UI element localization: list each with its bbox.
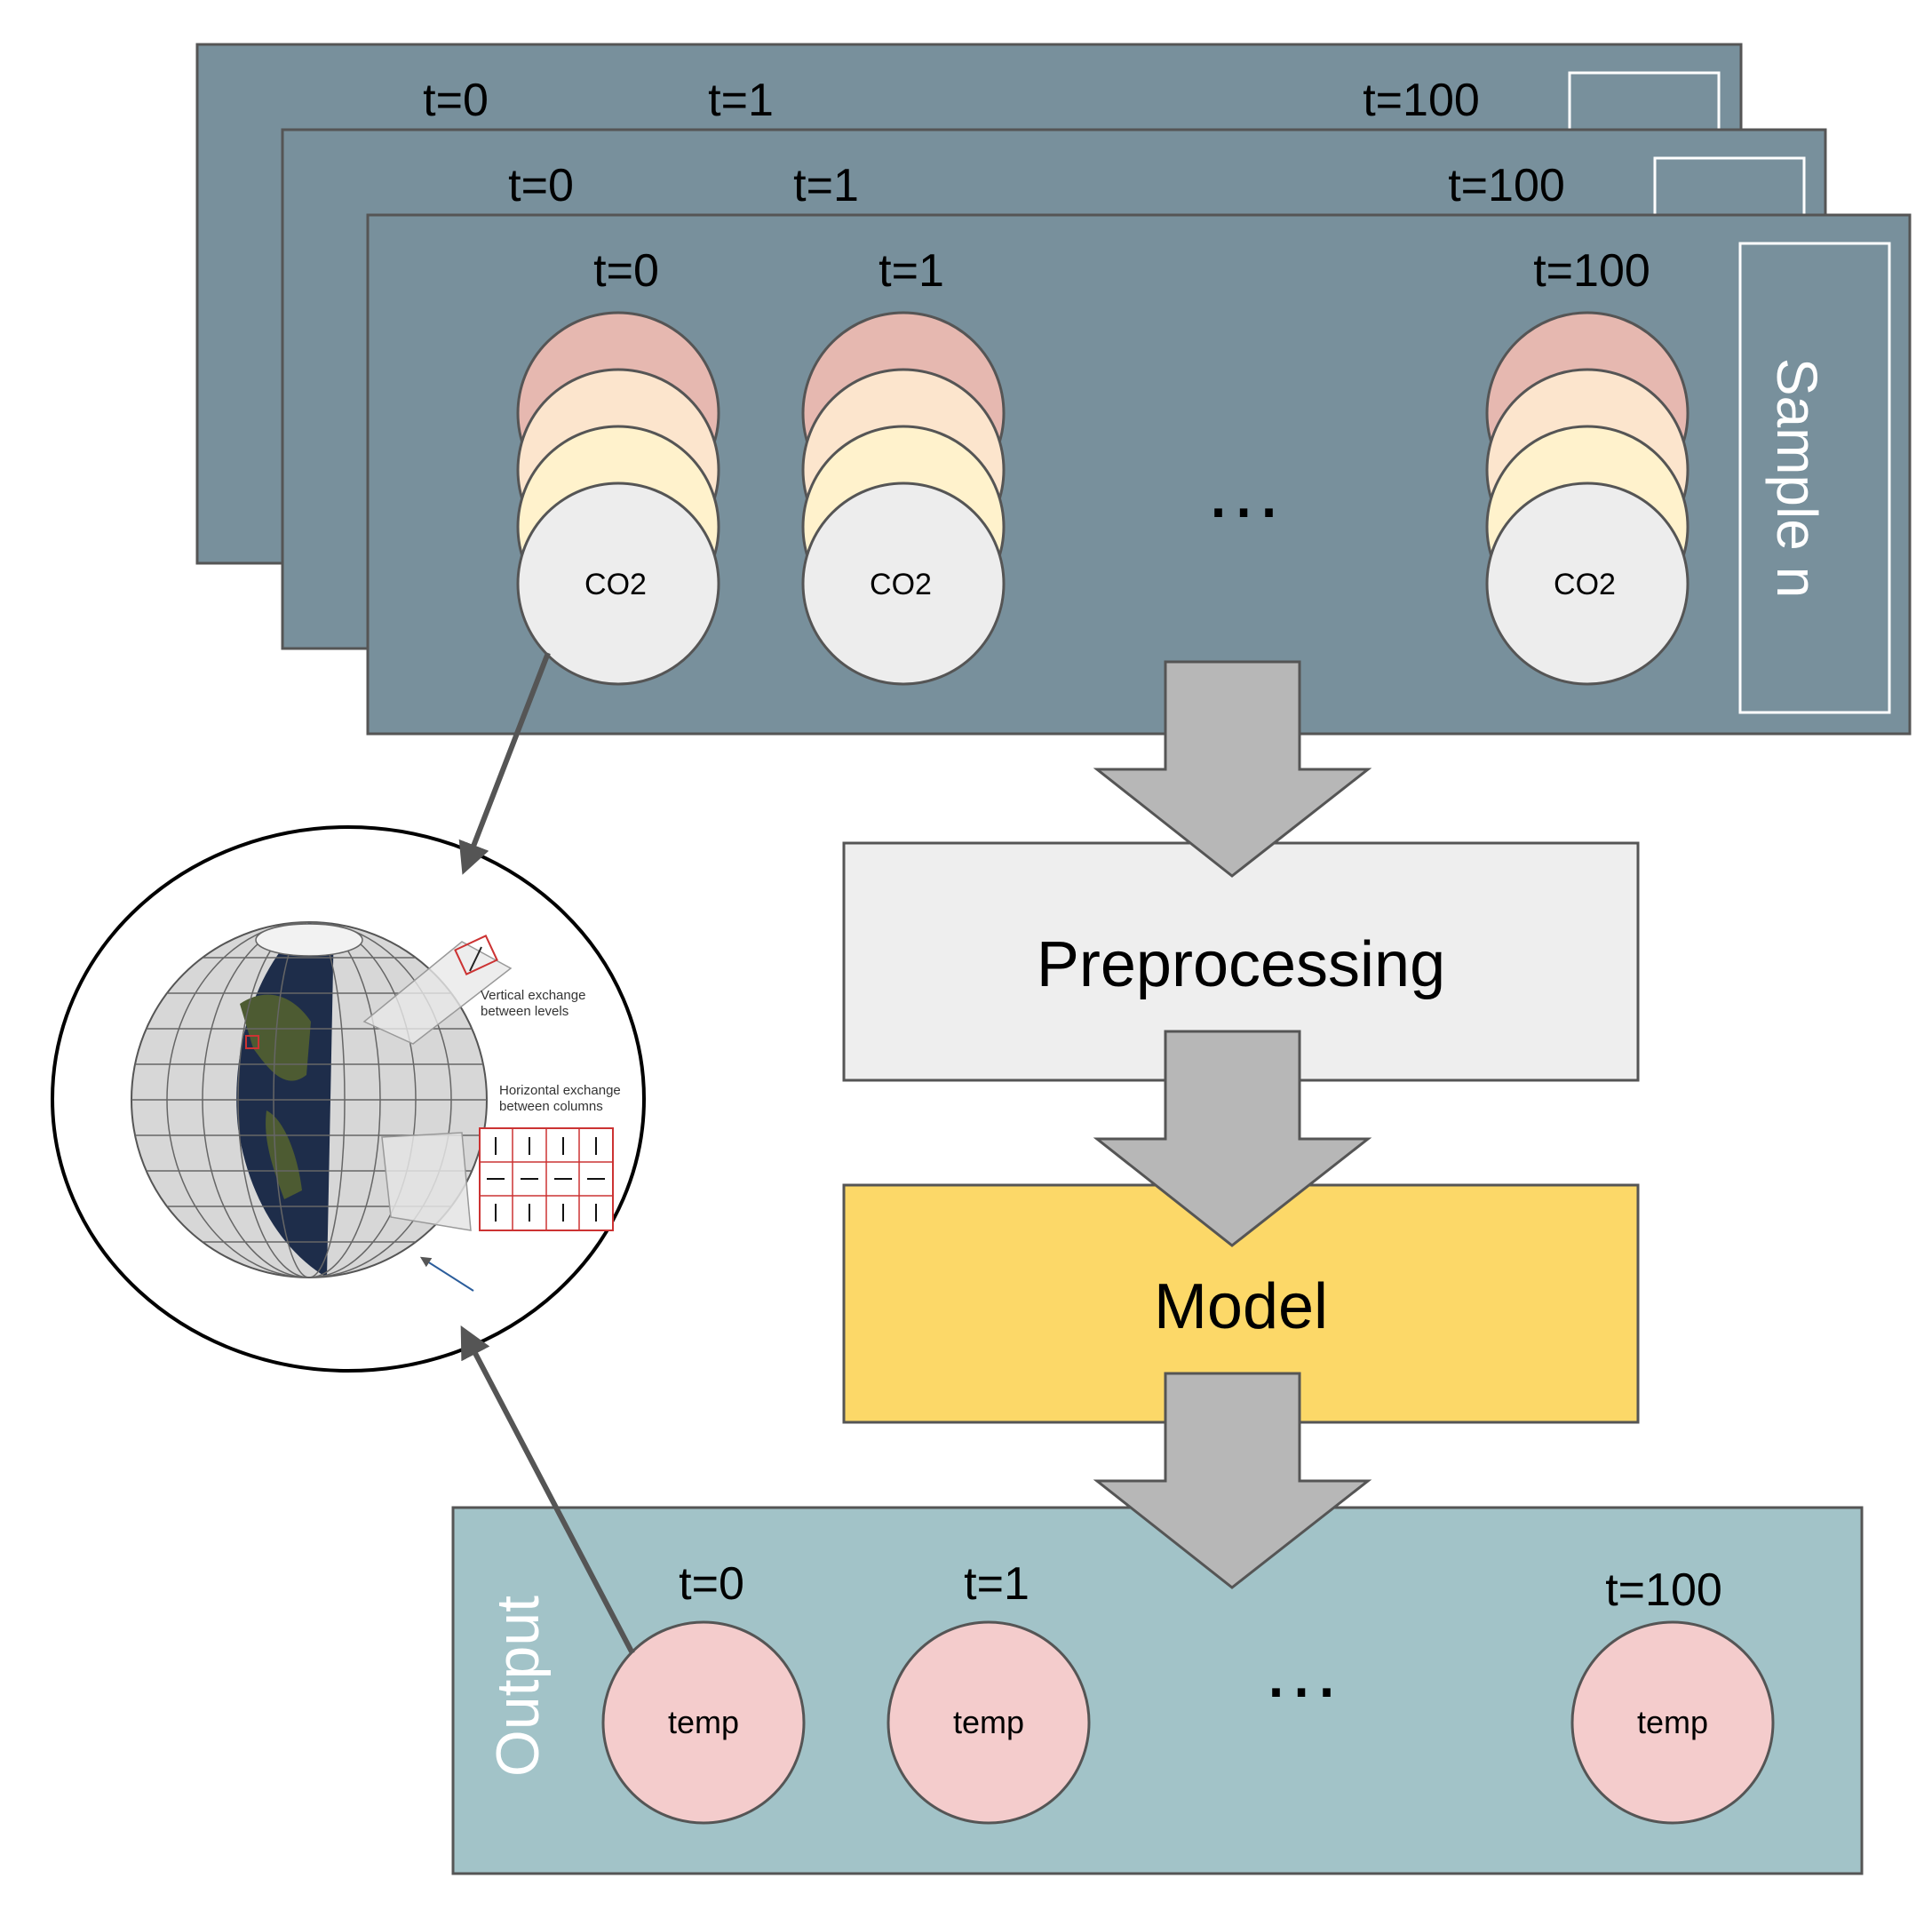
time-label: t=100 [1533,245,1650,297]
block-arrow [1093,660,1372,878]
time-label: t=0 [508,160,574,211]
co2-node [801,481,1006,686]
co2-label: CO2 [584,568,647,601]
time-label: t=100 [1363,75,1480,126]
temp-label: temp [668,1704,739,1740]
co2-label: CO2 [1554,568,1616,601]
sample-n-label: Sample n [1765,358,1829,598]
climate-model-illustration: Vertical exchange between levels Horizon… [51,825,646,1373]
sample-panel-front: t=0 t=1 t=100 Sample n CO2 CO2 … [366,213,1912,736]
time-label: t=1 [708,75,774,126]
ellipsis: … [1204,446,1284,535]
time-label: t=1 [879,245,944,297]
temp-node [1570,1620,1775,1825]
temp-node [886,1620,1091,1825]
temp-label: temp [953,1704,1024,1740]
ellipsis: … [1261,1626,1341,1715]
preprocessing-box: Preprocessing [842,841,1640,1082]
time-label: t=0 [593,245,659,297]
co2-node [1485,481,1690,686]
time-label: t=1 [964,1558,1030,1610]
time-label: t=100 [1605,1564,1722,1616]
vertical-exchange-caption: Vertical exchange [481,988,585,1003]
connector-arrow [458,651,551,875]
feature-stack-t0: CO2 [516,311,720,686]
output-label: Output [484,1596,552,1777]
model-label: Model [1154,1271,1328,1342]
time-label: t=0 [423,75,489,126]
horizontal-exchange-caption: between columns [499,1099,603,1114]
block-arrow [1093,1030,1372,1247]
temp-node [601,1620,806,1825]
horizontal-exchange-caption: Horizontal exchange [499,1083,621,1098]
sample-label-frame [1738,242,1891,714]
globe-grid-icon [131,921,614,1292]
temp-label: temp [1637,1704,1708,1740]
feature-stack-t100: CO2 [1485,311,1690,686]
time-label: t=100 [1448,160,1565,211]
output-panel: Output t=0 t=1 t=100 temp temp … temp [451,1506,1864,1875]
vertical-exchange-caption: between levels [481,1004,568,1019]
block-arrow [1093,1372,1372,1589]
time-label: t=1 [793,160,859,211]
time-label: t=0 [679,1558,744,1610]
feature-stack-t1: CO2 [801,311,1006,686]
preprocessing-label: Preprocessing [1037,929,1445,1000]
connector-arrow [460,1325,635,1655]
co2-node [516,481,720,686]
co2-label: CO2 [870,568,932,601]
